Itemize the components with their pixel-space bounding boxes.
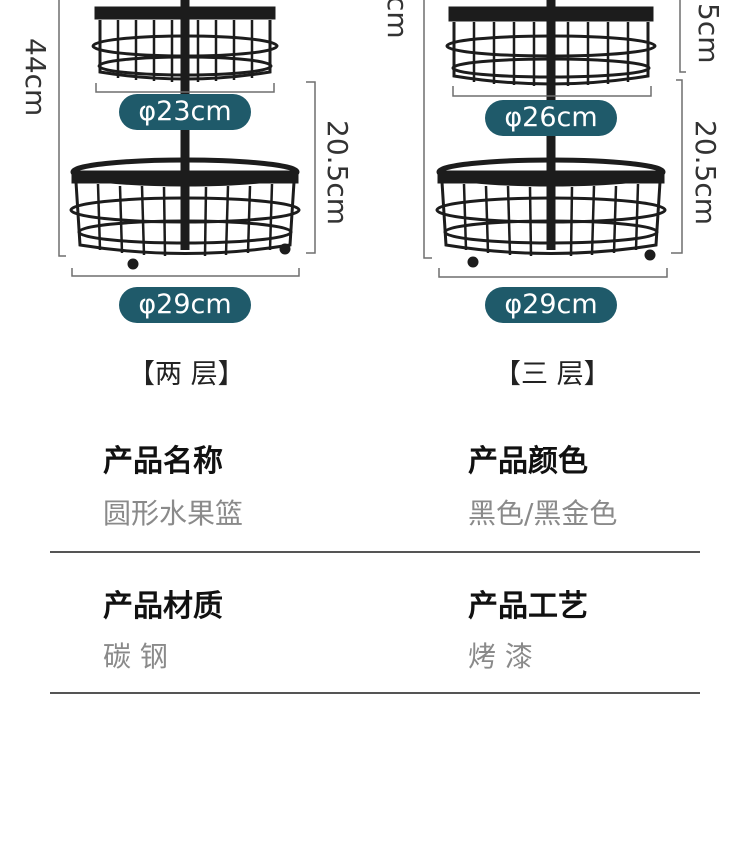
tier-spacing-label: 20.5cm (689, 120, 722, 226)
tier-spacing-label: 20.5cm (321, 120, 354, 226)
height-label-partial: cm (381, 0, 414, 39)
spec-title-material: 产品材质 (103, 589, 223, 624)
three-tier-caption: 【三 层】 (494, 359, 611, 390)
top-diameter-badge: φ26cm (485, 100, 617, 136)
spec-value-process: 烤 漆 (468, 640, 533, 673)
bottom-diameter-badge: φ29cm (119, 287, 251, 323)
two-tier-caption: 【两 层】 (128, 359, 245, 390)
top-spacing-label-partial: 5cm (692, 3, 725, 64)
divider (50, 551, 700, 553)
spec-value-color: 黑色/黑金色 (468, 497, 618, 530)
height-label: 44cm (19, 38, 52, 117)
bottom-diameter-badge: φ29cm (485, 287, 617, 323)
spec-value-material: 碳 钢 (103, 640, 168, 673)
divider (50, 692, 700, 694)
spec-title-color: 产品颜色 (468, 444, 588, 479)
top-diameter-badge: φ23cm (119, 94, 251, 130)
spec-title-process: 产品工艺 (468, 589, 588, 624)
spec-value-name: 圆形水果篮 (103, 497, 244, 530)
spec-title-name: 产品名称 (103, 444, 223, 479)
